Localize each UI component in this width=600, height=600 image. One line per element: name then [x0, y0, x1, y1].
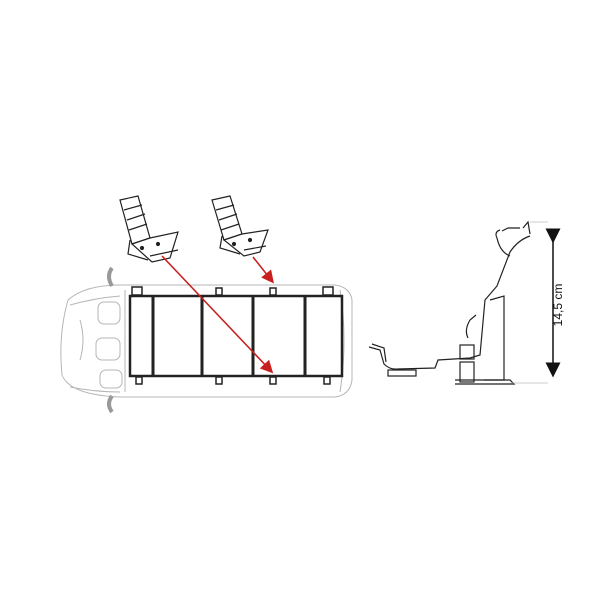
bracket-left-icon — [119, 195, 179, 263]
rack-feet — [131, 286, 334, 385]
mounting-profile-section — [368, 220, 531, 385]
van-mirror-bottom — [107, 394, 114, 414]
dimension-label: 14,5 cm — [551, 283, 565, 327]
van-top-view — [60, 284, 353, 398]
arrow-right-bracket-to-foot — [252, 256, 274, 284]
arrow-left-bracket-to-foot — [161, 255, 274, 374]
van-mirror-top — [107, 266, 114, 288]
roof-rack — [128, 294, 344, 378]
bracket-right-icon — [211, 195, 269, 257]
